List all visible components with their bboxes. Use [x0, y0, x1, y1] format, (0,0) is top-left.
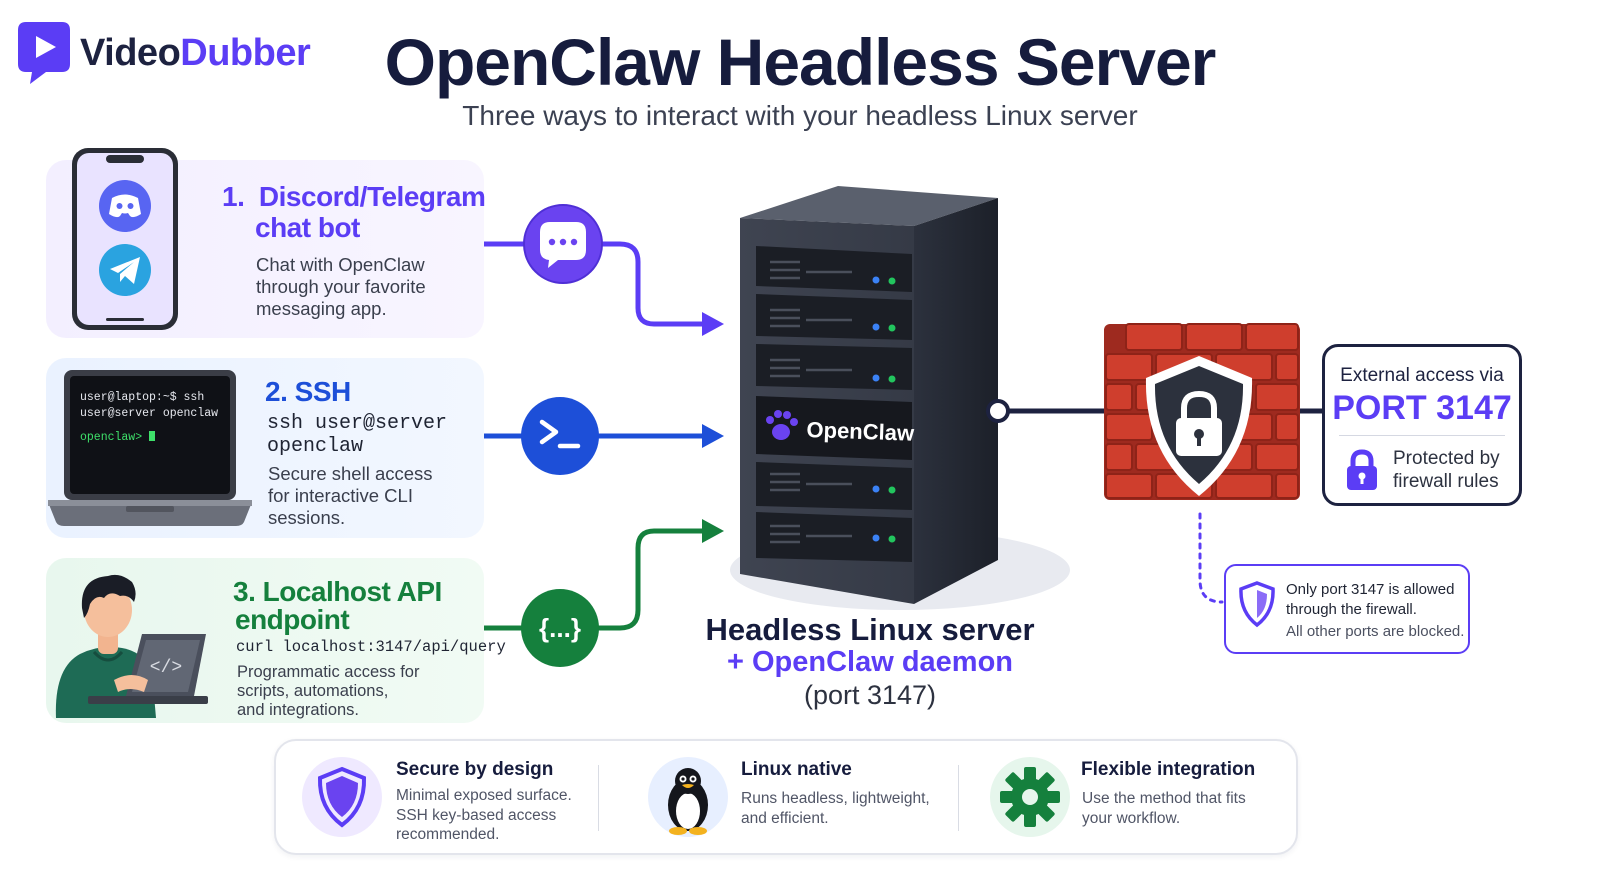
method-3-desc-line1: Programmatic access for [237, 663, 420, 681]
svg-text:</>: </> [150, 658, 182, 678]
padlock-icon [1347, 449, 1377, 490]
connector-ssh [484, 397, 724, 475]
method-3-title-line2: endpoint [235, 604, 350, 635]
server-logo-text: OpenClaw [806, 417, 915, 446]
firewall-note-connector [1198, 512, 1224, 604]
telegram-icon [99, 244, 151, 296]
lock-shield-icon [1145, 356, 1253, 496]
method-1-number: 1. [222, 181, 245, 212]
terminal-screen: user@laptop:~$ ssh user@server openclaw … [80, 390, 218, 446]
page-subtitle: Three ways to interact with your headles… [462, 100, 1138, 131]
brand-name: VideoDubber [80, 31, 311, 75]
method-1-title: 1. Discord/Telegram [222, 181, 486, 212]
firewall-note: Only port 3147 is allowed through the fi… [1224, 564, 1470, 654]
method-2-desc-line1: Secure shell access [268, 463, 433, 484]
shield-icon [1239, 581, 1275, 628]
brand-name-part2: Dubber [180, 31, 311, 74]
protected-text: Protected by firewall rules [1393, 447, 1500, 493]
brand-logo: VideoDubber [16, 20, 311, 86]
firewall-note-subtitle: All other ports are blocked. [1286, 623, 1465, 640]
feature-1-desc-line3: recommended. [396, 826, 500, 843]
feature-divider [958, 765, 959, 831]
firewall-wall [1104, 323, 1300, 500]
curly-braces-icon: {...} [521, 589, 599, 667]
connector-chat [484, 204, 724, 336]
method-3-title: 3. Localhost API [233, 576, 442, 607]
external-access-label: External access via [1340, 365, 1504, 386]
firewall-note-line2: through the firewall. [1286, 601, 1417, 618]
feature-3-title: Flexible integration [1081, 759, 1256, 780]
method-2-title-text: SSH [294, 376, 352, 407]
terminal-prompt-icon [521, 397, 599, 475]
external-port: PORT 3147 [1332, 389, 1512, 427]
terminal-cursor [149, 431, 156, 441]
method-2-command-line2: openclaw [267, 435, 364, 458]
api-glyph: {...} [539, 613, 581, 643]
firewall-note-line1: Only port 3147 is allowed [1286, 581, 1455, 598]
method-3-number: 3. [233, 576, 256, 607]
paw-icon [766, 410, 798, 440]
feature-1-desc-line1: Minimal exposed surface. [396, 787, 572, 804]
external-divider [1339, 435, 1505, 436]
developer-illustration: </> [55, 574, 208, 718]
method-3-desc-line3: and integrations. [237, 701, 360, 719]
feature-2-description: Runs headless, lightweight, and efficien… [741, 789, 930, 828]
method-2-command: ssh user@server openclaw [267, 412, 447, 458]
method-1-desc-line1: Chat with OpenClaw [256, 254, 425, 275]
discord-icon [99, 180, 151, 232]
brand-name-part1: Video [80, 31, 181, 74]
method-3-command: curl localhost:3147/api/query [236, 638, 506, 656]
phone-illustration [72, 148, 178, 330]
server-label-line1: Headless Linux server [705, 612, 1035, 647]
connector-api: {...} [484, 519, 724, 667]
method-1-desc-line2: through your favorite [256, 276, 426, 297]
page-title: OpenClaw Headless Server [384, 25, 1217, 99]
terminal-line2: user@server openclaw [80, 407, 219, 420]
method-3-description: Programmatic access for scripts, automat… [237, 663, 419, 720]
firewall-note-title: Only port 3147 is allowed through the fi… [1286, 580, 1454, 620]
method-1-desc-line3: messaging app. [256, 298, 387, 319]
gear-icon [990, 757, 1070, 837]
penguin-icon [648, 757, 728, 837]
method-2-description: Secure shell access for interactive CLI … [268, 463, 433, 529]
terminal-prompt-text: openclaw> [80, 431, 150, 444]
feature-3-description: Use the method that fits your workflow. [1082, 789, 1246, 828]
shield-icon [302, 757, 382, 837]
terminal-line1: user@laptop:~$ ssh [80, 391, 205, 404]
play-logo-icon [18, 22, 70, 84]
feature-1-description: Minimal exposed surface. SSH key-based a… [396, 786, 572, 845]
method-2-number: 2. [265, 376, 288, 407]
feature-3-desc-line2: your workflow. [1082, 809, 1181, 827]
server-tower [730, 186, 1070, 610]
server-label-line2: + OpenClaw daemon [726, 646, 1014, 678]
feature-2-title: Linux native [741, 759, 852, 780]
features-bar: Secure by design Minimal exposed surface… [274, 739, 1298, 855]
feature-2-desc-line1: Runs headless, lightweight, [741, 790, 930, 807]
openclaw-panel [756, 396, 912, 460]
method-2-title: 2. SSH [265, 376, 351, 407]
feature-1-desc-line2: SSH key-based access [396, 806, 557, 824]
server-label-line3: (port 3147) [803, 680, 937, 710]
method-2-desc-line2: for interactive CLI [268, 485, 413, 506]
feature-3-desc-line1: Use the method that fits [1082, 790, 1246, 807]
method-2-desc-line3: sessions. [268, 507, 346, 528]
method-1-description: Chat with OpenClaw through your favorite… [256, 254, 426, 320]
protected-line2: firewall rules [1393, 471, 1499, 492]
feature-divider [598, 765, 599, 831]
external-access-box: External access via PORT 3147 Protected … [1322, 344, 1522, 506]
chat-bubble-icon [523, 204, 603, 284]
server-drive-bays [756, 246, 912, 562]
method-2-command-line1: ssh user@server [267, 412, 448, 435]
method-1-title-line2: chat bot [255, 212, 360, 243]
method-1-title-line1: Discord/Telegram [258, 181, 486, 212]
protected-line1: Protected by [1393, 448, 1500, 469]
feature-2-desc-line2: and efficient. [741, 809, 829, 827]
terminal-prompt: openclaw> [80, 430, 218, 446]
method-3-title-line1: Localhost API [262, 576, 443, 607]
feature-1-title: Secure by design [396, 759, 554, 780]
method-3-desc-line2: scripts, automations, [237, 682, 389, 700]
